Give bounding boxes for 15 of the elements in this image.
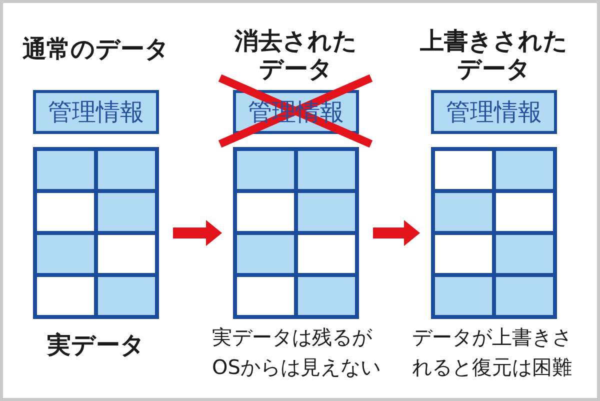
- column-heading: 通常のデータ: [22, 35, 170, 63]
- caption-text: 実データは残るがOSからは見えない: [212, 324, 382, 381]
- info-box: [431, 90, 557, 134]
- data-table: [33, 147, 159, 319]
- data-table: [431, 147, 557, 319]
- column-heading: 上書きされたデータ: [419, 27, 569, 83]
- box-label: 管理情報: [446, 98, 542, 126]
- info-box: [33, 90, 159, 134]
- caption-text: 実データ: [46, 330, 146, 360]
- box-label: 管理情報: [48, 98, 144, 126]
- arrow: [173, 220, 222, 246]
- data-table: [233, 147, 359, 319]
- caption-text: データが上書きされると復元は困難: [412, 324, 573, 381]
- arrow: [373, 220, 420, 246]
- column-heading: 消去されたデータ: [233, 27, 358, 83]
